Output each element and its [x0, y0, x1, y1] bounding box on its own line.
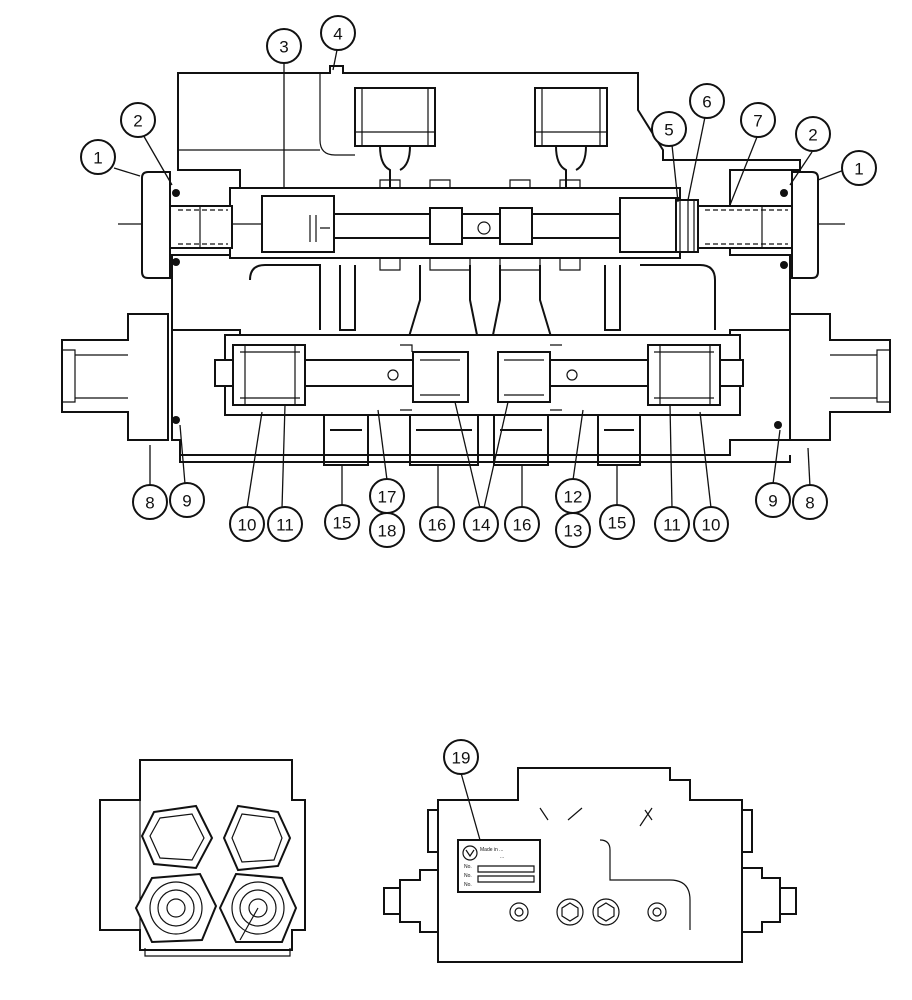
callout-18: 18	[369, 512, 405, 548]
callout-label: 4	[333, 25, 342, 44]
plug-2	[556, 898, 584, 926]
callout-label: 16	[428, 516, 447, 535]
nameplate-line-2: ...	[500, 854, 504, 860]
callout-8-right: 8	[792, 484, 828, 520]
callout-2-right: 2	[795, 116, 831, 152]
adjuster-nut	[619, 197, 681, 253]
spring-right	[647, 344, 721, 406]
fitting-side-left	[399, 869, 439, 933]
port-fitting-bottom-right	[218, 872, 298, 943]
callout-10: 10	[229, 506, 265, 542]
callout-11: 11	[267, 506, 303, 542]
callout-15: 15	[324, 504, 360, 540]
upper-housing	[171, 65, 801, 346]
callout-8: 8	[132, 484, 168, 520]
callout-12: 12	[555, 478, 591, 514]
plug-right	[697, 205, 793, 249]
callout-label: 14	[472, 516, 491, 535]
callout-label: 11	[663, 516, 681, 535]
callout-17: 17	[369, 478, 405, 514]
nameplate-field-2: No.	[464, 873, 472, 879]
callout-16-right: 16	[504, 506, 540, 542]
port-fitting-bottom-left	[134, 872, 218, 944]
callout-label: 7	[753, 112, 762, 131]
callout-label: 2	[133, 112, 142, 131]
callout-14: 14	[463, 506, 499, 542]
callout-13: 13	[555, 512, 591, 548]
fitting-side-right	[741, 867, 781, 933]
callout-6: 6	[689, 83, 725, 119]
valve-section-view	[61, 65, 891, 466]
callout-label: 18	[378, 522, 397, 541]
callout-9-right: 9	[755, 482, 791, 518]
callout-label: 3	[279, 38, 288, 57]
valve-end-view	[99, 759, 306, 957]
callout-16: 16	[419, 506, 455, 542]
callout-7: 7	[740, 102, 776, 138]
callout-15-right: 15	[599, 504, 635, 540]
nameplate-line-1: Made in ...	[480, 847, 503, 853]
callout-label: 17	[378, 488, 397, 507]
callout-label: 9	[768, 492, 777, 511]
callout-1: 1	[80, 139, 116, 175]
callout-label: 16	[513, 516, 532, 535]
callout-label: 10	[238, 516, 257, 535]
callout-9: 9	[169, 482, 205, 518]
callout-label: 13	[564, 522, 583, 541]
port-block-left	[354, 87, 436, 147]
callout-11-right: 11	[654, 506, 690, 542]
valve-side-view: Made in ... ... No. No. No.	[383, 767, 797, 963]
callout-label: 5	[664, 121, 673, 140]
callout-label: 19	[452, 749, 471, 768]
callout-4: 4	[320, 15, 356, 51]
callout-label: 1	[93, 149, 102, 168]
spring-left	[232, 344, 306, 406]
fitting-left	[61, 313, 169, 441]
end-cap-right	[791, 171, 819, 279]
callout-label: 10	[702, 516, 721, 535]
callout-10-right: 10	[693, 506, 729, 542]
nameplate-field-3: No.	[464, 882, 472, 888]
callout-label: 12	[564, 488, 583, 507]
hex-plug-top-right	[222, 804, 292, 872]
callout-2: 2	[120, 102, 156, 138]
fitting-right	[789, 313, 891, 441]
nameplate: Made in ... ... No. No. No.	[457, 839, 541, 893]
plug-3	[592, 898, 620, 926]
o-ring-left	[172, 189, 180, 197]
callout-label: 2	[808, 126, 817, 145]
callout-1-right: 1	[841, 150, 877, 186]
upper-spool	[329, 213, 621, 239]
hex-plug-top-left	[140, 804, 214, 870]
callout-label: 9	[182, 492, 191, 511]
callout-label: 6	[702, 93, 711, 112]
callout-3: 3	[266, 28, 302, 64]
leader-lines	[113, 49, 845, 841]
callout-label: 15	[333, 514, 352, 533]
callout-label: 1	[854, 160, 863, 179]
plug-left	[169, 205, 233, 249]
lock-nut-6	[675, 199, 699, 253]
callout-5: 5	[651, 111, 687, 147]
callout-label: 11	[276, 516, 294, 535]
end-cap-left	[141, 171, 171, 279]
callout-19: 19	[443, 739, 479, 775]
plug-1	[509, 902, 529, 922]
callout-label: 8	[145, 494, 154, 513]
callout-label: 8	[805, 494, 814, 513]
plug-4	[647, 902, 667, 922]
port-block-right	[534, 87, 608, 147]
nameplate-field-1: No.	[464, 864, 472, 870]
o-ring-right	[780, 189, 788, 197]
spring-seat-3	[261, 195, 335, 253]
callout-label: 15	[608, 514, 627, 533]
